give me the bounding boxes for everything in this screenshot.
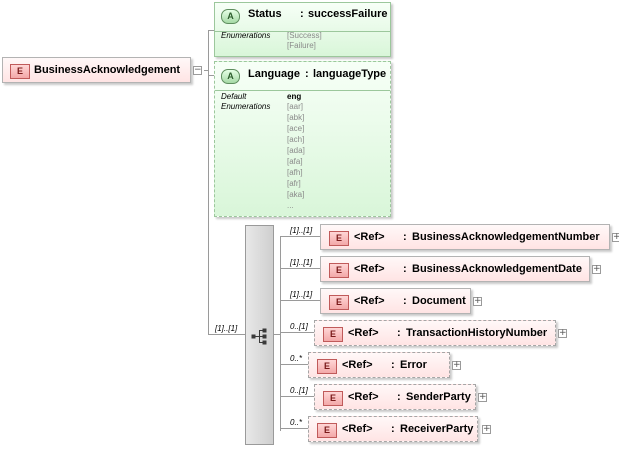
expand-icon[interactable]: +: [612, 232, 619, 242]
expand-icon[interactable]: +: [558, 328, 567, 338]
ref-label: <Ref>: [342, 359, 373, 371]
facet-label: Enumerations: [221, 31, 271, 40]
attribute-language[interactable]: A Language : languageType Default eng En…: [214, 61, 391, 217]
attribute-type: languageType: [313, 68, 387, 80]
child-element-businessacknowledgementdate[interactable]: E <Ref> : BusinessAcknowledgementDate: [320, 256, 590, 282]
attribute-name: Language: [248, 68, 300, 80]
child-cardinality: 0..*: [290, 418, 303, 427]
child-element-receiverparty[interactable]: E <Ref> : ReceiverParty: [308, 416, 478, 442]
element-icon: E: [329, 263, 349, 278]
facet-value: [Success]: [287, 31, 322, 40]
child-element-name: SenderParty: [406, 391, 471, 403]
facet-value: [afh]: [287, 168, 303, 177]
element-icon: E: [329, 295, 349, 310]
facet-value: [afr]: [287, 179, 301, 188]
facet-value: [aar]: [287, 102, 304, 111]
child-element-name: ReceiverParty: [400, 423, 474, 435]
element-icon: E: [323, 391, 343, 406]
expand-icon[interactable]: +: [452, 360, 461, 370]
ref-label: <Ref>: [348, 327, 379, 339]
facet-value: [ada]: [287, 146, 305, 155]
attribute-icon: A: [221, 9, 240, 24]
child-element-name: TransactionHistoryNumber: [406, 327, 548, 339]
facet-value: eng: [287, 92, 302, 101]
ref-label: <Ref>: [354, 263, 385, 275]
element-icon: E: [323, 327, 343, 342]
facet-value: ...: [287, 201, 294, 210]
facet-label: Enumerations: [221, 102, 271, 111]
attribute-icon: A: [221, 69, 240, 84]
element-icon: E: [329, 231, 349, 246]
child-cardinality: [1]..[1]: [290, 290, 313, 299]
ref-separator: :: [397, 327, 401, 339]
ref-label: <Ref>: [354, 295, 385, 307]
child-cardinality: 0..*: [290, 354, 303, 363]
child-cardinality: [1]..[1]: [290, 258, 313, 267]
ref-label: <Ref>: [342, 423, 373, 435]
attribute-type: successFailure: [308, 8, 388, 20]
element-icon: E: [317, 423, 337, 438]
child-element-businessacknowledgementnumber[interactable]: E <Ref> : BusinessAcknowledgementNumber: [320, 224, 610, 250]
facet-label: Default: [221, 92, 247, 101]
expand-icon[interactable]: +: [592, 264, 601, 274]
ref-separator: :: [391, 359, 395, 371]
attribute-name: Status: [248, 8, 282, 20]
facet-value: [aka]: [287, 190, 305, 199]
ref-separator: :: [397, 391, 401, 403]
facet-value: [abk]: [287, 113, 305, 122]
root-element[interactable]: E BusinessAcknowledgement: [2, 57, 191, 83]
element-icon: E: [10, 64, 30, 79]
child-cardinality: 0..[1]: [290, 322, 308, 331]
ref-separator: :: [403, 263, 407, 275]
sequence-compositor[interactable]: [245, 225, 274, 445]
facet-value: [ace]: [287, 124, 305, 133]
attribute-separator: :: [300, 8, 304, 20]
child-cardinality: [1]..[1]: [290, 226, 313, 235]
child-element-name: Document: [412, 295, 466, 307]
ref-separator: :: [391, 423, 395, 435]
sequence-cardinality: [1]..[1]: [215, 324, 238, 333]
child-element-transactionhistorynumber[interactable]: E <Ref> : TransactionHistoryNumber: [314, 320, 556, 346]
child-element-name: Error: [400, 359, 427, 371]
sequence-compositor-icon: [251, 328, 267, 345]
ref-separator: :: [403, 231, 407, 243]
ref-separator: :: [403, 295, 407, 307]
child-element-error[interactable]: E <Ref> : Error: [308, 352, 450, 378]
expand-icon[interactable]: +: [473, 296, 482, 306]
element-icon: E: [317, 359, 337, 374]
attribute-separator: :: [305, 68, 309, 80]
facet-value: [Failure]: [287, 41, 316, 50]
expand-icon[interactable]: +: [478, 392, 487, 402]
facet-value: [ach]: [287, 135, 305, 144]
root-element-name: BusinessAcknowledgement: [34, 64, 181, 76]
child-element-senderparty[interactable]: E <Ref> : SenderParty: [314, 384, 476, 410]
child-cardinality: 0..[1]: [290, 386, 308, 395]
child-element-name: BusinessAcknowledgementDate: [412, 263, 582, 275]
expand-icon[interactable]: +: [482, 424, 491, 434]
child-element-document[interactable]: E <Ref> : Document: [320, 288, 471, 314]
facet-value: [afa]: [287, 157, 303, 166]
collapse-icon[interactable]: −: [193, 65, 202, 75]
ref-label: <Ref>: [348, 391, 379, 403]
attribute-status[interactable]: A Status : successFailure Enumerations […: [214, 2, 391, 57]
ref-label: <Ref>: [354, 231, 385, 243]
child-element-name: BusinessAcknowledgementNumber: [412, 231, 600, 243]
